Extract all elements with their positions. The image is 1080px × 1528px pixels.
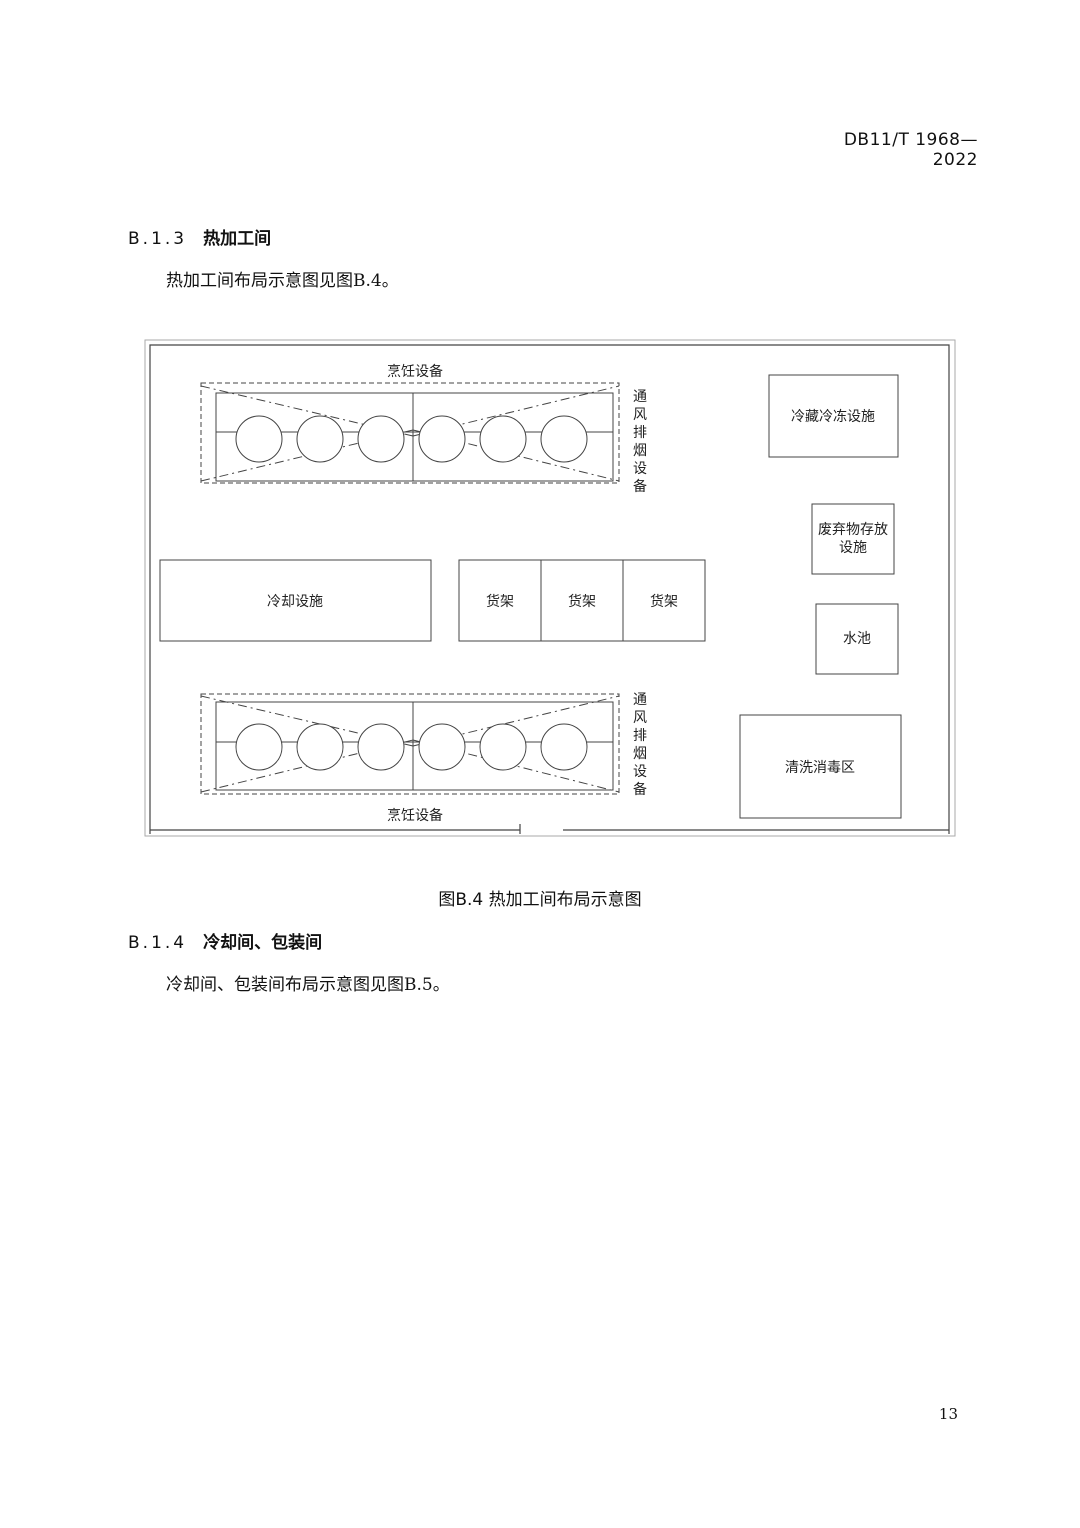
cooking-equipment-bottom: 通 风 排 烟 设 备 烹饪设备 <box>200 692 647 824</box>
paragraph-b13: 热加工间布局示意图见图B.4。 <box>166 271 399 291</box>
burner-top-4 <box>418 415 466 463</box>
document-id: DB11/T 1968—2022 <box>843 130 978 170</box>
cooking-equipment-top-label: 烹饪设备 <box>387 363 443 380</box>
burner-bottom-6 <box>540 723 588 771</box>
burner-top-1 <box>235 415 283 463</box>
svg-text:设: 设 <box>633 764 647 780</box>
section-number: B.1.3 <box>128 229 188 249</box>
svg-text:风: 风 <box>633 710 647 726</box>
layout-diagram: 烹饪设备 通 风 排 烟 设 备 冷却设施 货架 货架 <box>144 339 956 837</box>
waste-storage-label-1: 废弃物存放 <box>818 522 888 538</box>
hood-diag-bottom-1 <box>200 695 414 747</box>
shelf-label-1: 货架 <box>486 593 514 610</box>
svg-text:设: 设 <box>633 461 647 477</box>
hood-diag-top-1 <box>200 385 414 437</box>
cooling-facility: 冷却设施 <box>159 559 432 642</box>
section-number: B.1.4 <box>128 933 188 953</box>
section-title: 冷却间、包装间 <box>203 933 323 953</box>
hood-outline-bottom <box>200 693 620 795</box>
ventilation-label-top: 通 风 排 烟 设 备 <box>633 389 647 495</box>
shelf-label-2: 货架 <box>568 593 596 610</box>
cleaning-area-label: 清洗消毒区 <box>785 760 855 776</box>
svg-text:排: 排 <box>633 425 647 441</box>
figure-caption: 图B.4 热加工间布局示意图 <box>438 890 642 910</box>
waste-storage-label-2: 设施 <box>839 540 867 556</box>
burner-top-2 <box>296 415 344 463</box>
room-wall <box>149 344 950 834</box>
svg-text:风: 风 <box>633 407 647 423</box>
burner-bottom-5 <box>479 723 527 771</box>
hood-diag-bottom-3 <box>412 695 620 747</box>
ventilation-label-bottom: 通 风 排 烟 设 备 <box>633 692 647 798</box>
hood-outline-top <box>200 382 620 484</box>
figure-outer-frame <box>144 339 956 837</box>
cooling-facility-label: 冷却设施 <box>267 594 323 610</box>
sink-label: 水池 <box>843 631 871 647</box>
svg-text:通: 通 <box>633 389 647 405</box>
hood-diag-top-4 <box>412 429 620 482</box>
burner-top-6 <box>540 415 588 463</box>
hood-diag-bottom-4 <box>412 739 620 793</box>
refrigeration-label: 冷藏冷冻设施 <box>791 408 875 425</box>
paragraph-b14: 冷却间、包装间布局示意图见图B.5。 <box>166 975 450 995</box>
burner-top-5 <box>479 415 527 463</box>
hood-diag-top-3 <box>412 385 620 437</box>
cooking-equipment-top: 烹饪设备 通 风 排 烟 设 备 <box>200 363 647 495</box>
section-title: 热加工间 <box>203 229 272 249</box>
svg-text:备: 备 <box>633 478 647 495</box>
waste-storage: 废弃物存放 设施 <box>811 503 895 575</box>
cleaning-area: 清洗消毒区 <box>739 714 902 819</box>
svg-text:排: 排 <box>633 728 647 744</box>
sink: 水池 <box>815 603 899 675</box>
section-heading-b13: B.1.3 热加工间 <box>128 224 271 249</box>
burner-bottom-3 <box>357 723 405 771</box>
burner-bottom-4 <box>418 723 466 771</box>
burner-bottom-2 <box>296 723 344 771</box>
cooking-equipment-bottom-label: 烹饪设备 <box>387 807 443 824</box>
section-heading-b14: B.1.4 冷却间、包装间 <box>128 928 322 953</box>
svg-text:烟: 烟 <box>633 746 647 762</box>
svg-text:烟: 烟 <box>633 443 647 459</box>
burner-top-3 <box>357 415 405 463</box>
cooktop-bottom <box>215 701 614 791</box>
refrigeration-facility: 冷藏冷冻设施 <box>768 374 899 458</box>
page-number: 13 <box>938 1405 958 1423</box>
svg-text:通: 通 <box>633 692 647 708</box>
burner-bottom-1 <box>235 723 283 771</box>
cooktop-top <box>215 392 614 482</box>
shelf-label-3: 货架 <box>650 593 678 610</box>
svg-text:备: 备 <box>633 781 647 798</box>
shelves: 货架 货架 货架 <box>458 559 706 642</box>
